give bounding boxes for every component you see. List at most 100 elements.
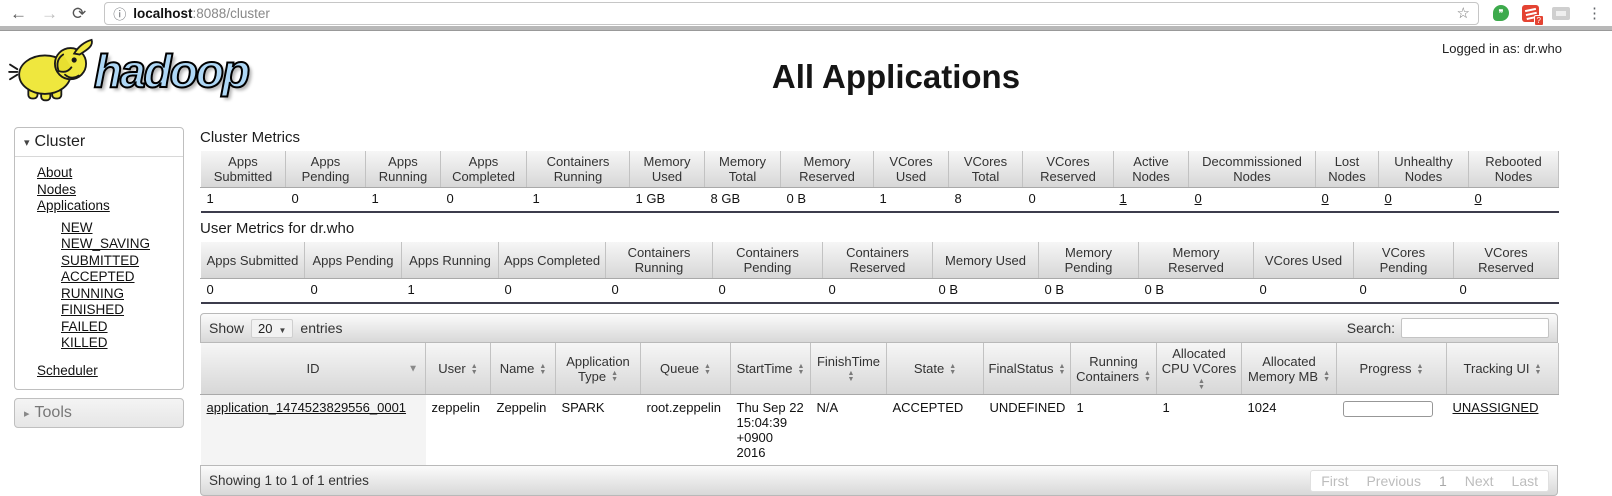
sidebar-item-scheduler[interactable]: Scheduler xyxy=(37,362,98,378)
pagination-previous[interactable]: Previous xyxy=(1366,472,1421,489)
decommissioned-nodes-link[interactable]: 0 xyxy=(1194,191,1202,206)
active-nodes-link[interactable]: 1 xyxy=(1119,191,1127,206)
window-extension-icon[interactable] xyxy=(1552,6,1570,20)
user-cell: zeppelin xyxy=(425,394,491,465)
col-apps-pending: Apps Pending xyxy=(285,151,366,188)
sidebar-item-failed[interactable]: FAILED xyxy=(61,318,108,334)
sort-icon: ▲▼ xyxy=(470,362,478,376)
col-user-vcores-used: VCores Used xyxy=(1253,242,1354,279)
sidebar-item-killed[interactable]: KILLED xyxy=(61,335,108,350)
show-label: Show xyxy=(209,320,245,336)
lost-nodes-link[interactable]: 0 xyxy=(1321,191,1329,206)
application-id-link[interactable]: application_1474523829556_0001 xyxy=(206,400,407,415)
sidebar-item-finished[interactable]: FINISHED xyxy=(61,302,125,317)
address-bar[interactable]: ⓘ localhost:8088/cluster ☆ xyxy=(104,1,1479,25)
col-vcores-reserved: VCores Reserved xyxy=(1022,151,1114,188)
sort-icon: ▲▼ xyxy=(949,362,957,376)
col-lost-nodes: Lost Nodes xyxy=(1315,151,1379,188)
refresh-icon[interactable]: ⟳ xyxy=(72,3,87,23)
col-tracking-ui[interactable]: Tracking UI▲▼ xyxy=(1446,343,1559,395)
page-size-select[interactable]: 20▼ xyxy=(251,318,294,338)
page-info-icon[interactable]: ⓘ xyxy=(113,6,127,22)
search-input[interactable] xyxy=(1401,318,1549,338)
unhealthy-nodes-link[interactable]: 0 xyxy=(1384,191,1392,206)
vcores-total-value: 8 xyxy=(948,187,1023,213)
col-unhealthy-nodes: Unhealthy Nodes xyxy=(1378,151,1469,188)
application-states-list: NEW NEW_SAVING SUBMITTED ACCEPTED RUNNIN… xyxy=(37,215,179,357)
sidebar-section-tools[interactable]: ▸Tools xyxy=(14,398,184,428)
sort-icon: ▲▼ xyxy=(1323,370,1330,384)
sort-icon: ▲▼ xyxy=(1416,362,1424,376)
cluster-metrics-table: Apps Submitted Apps Pending Apps Running… xyxy=(200,151,1559,213)
pagination-first[interactable]: First xyxy=(1321,472,1349,489)
sidebar-item-applications[interactable]: Applications xyxy=(37,198,110,213)
col-allocated-memory-mb[interactable]: Allocated Memory MB▲▼ xyxy=(1241,343,1337,395)
sidebar-item-running[interactable]: RUNNING xyxy=(61,285,124,301)
col-apps-running: Apps Running xyxy=(365,151,441,188)
rebooted-nodes-link[interactable]: 0 xyxy=(1474,191,1482,206)
user-containers-running-value: 0 xyxy=(605,278,713,304)
sidebar-item-submitted[interactable]: SUBMITTED xyxy=(61,252,140,268)
col-finishtime[interactable]: FinishTime▲▼ xyxy=(810,343,887,395)
pagination-next[interactable]: Next xyxy=(1464,472,1494,489)
apps-pending-value: 0 xyxy=(285,187,366,213)
sort-icon: ▲▼ xyxy=(1198,377,1205,391)
apps-completed-value: 0 xyxy=(440,187,527,213)
col-starttime[interactable]: StartTime▲▼ xyxy=(730,343,811,395)
col-state[interactable]: State▲▼ xyxy=(886,343,984,395)
user-memory-pending-value: 0 B xyxy=(1038,278,1139,304)
col-name[interactable]: Name▲▼ xyxy=(490,343,556,395)
user-metrics-row: 0 0 1 0 0 0 0 0 B 0 B 0 B 0 0 0 xyxy=(200,278,1559,304)
vcores-reserved-value: 0 xyxy=(1022,187,1114,213)
sort-icon: ▲▼ xyxy=(797,362,805,376)
col-user-containers-running: Containers Running xyxy=(605,242,713,279)
back-icon[interactable]: ← xyxy=(10,3,27,23)
user-memory-reserved-value: 0 B xyxy=(1138,278,1254,304)
col-user-vcores-pending: VCores Pending xyxy=(1353,242,1454,279)
col-id[interactable]: ID▼ xyxy=(200,343,426,395)
col-user-containers-pending: Containers Pending xyxy=(712,242,823,279)
url-path: :8088/cluster xyxy=(192,5,270,21)
sidebar-item-new-saving[interactable]: NEW_SAVING xyxy=(61,236,151,251)
col-application-type[interactable]: Application Type▲▼ xyxy=(555,343,641,395)
col-vcores-total: VCores Total xyxy=(948,151,1023,188)
col-finalstatus[interactable]: FinalStatus▲▼ xyxy=(983,343,1071,395)
browser-toolbar: ← → ⟳ ⓘ localhost:8088/cluster ☆ ❞ ? ⋮ xyxy=(0,0,1612,30)
user-apps-submitted-value: 0 xyxy=(200,278,305,304)
col-progress[interactable]: Progress▲▼ xyxy=(1336,343,1447,395)
pagination-last[interactable]: Last xyxy=(1511,472,1538,489)
todo-extension-icon[interactable]: ? xyxy=(1522,4,1544,26)
pagination-page-1[interactable]: 1 xyxy=(1438,472,1447,489)
sidebar-section-cluster[interactable]: ▾Cluster xyxy=(15,128,183,157)
col-user[interactable]: User▲▼ xyxy=(425,343,491,395)
sidebar-item-new[interactable]: NEW xyxy=(61,219,93,235)
apps-running-value: 1 xyxy=(365,187,441,213)
col-containers-running: Containers Running xyxy=(526,151,630,188)
col-user-containers-reserved: Containers Reserved xyxy=(822,242,933,279)
sort-desc-icon: ▼ xyxy=(408,363,418,374)
sort-icon: ▲▼ xyxy=(1058,362,1066,376)
col-apps-submitted: Apps Submitted xyxy=(200,151,286,188)
col-running-containers[interactable]: Running Containers▲▼ xyxy=(1070,343,1157,395)
sidebar-item-about[interactable]: About xyxy=(37,165,73,180)
forward-icon[interactable]: → xyxy=(41,3,58,23)
green-pin-extension-icon[interactable]: ❞ xyxy=(1493,5,1509,21)
sidebar-item-nodes[interactable]: Nodes xyxy=(37,181,77,197)
col-queue[interactable]: Queue▲▼ xyxy=(640,343,731,395)
bookmark-star-icon[interactable]: ☆ xyxy=(1456,5,1470,22)
col-memory-total: Memory Total xyxy=(704,151,781,188)
browser-menu-icon[interactable]: ⋮ xyxy=(1587,5,1602,22)
finishtime-cell: N/A xyxy=(810,394,887,465)
table-row: application_1474523829556_0001 zeppelin … xyxy=(200,394,1559,465)
search-label: Search: xyxy=(1346,320,1395,336)
col-apps-completed: Apps Completed xyxy=(440,151,527,188)
col-allocated-cpu-vcores[interactable]: Allocated CPU VCores▲▼ xyxy=(1156,343,1242,395)
tracking-ui-link[interactable]: UNASSIGNED xyxy=(1452,400,1539,415)
showing-entries-text: Showing 1 to 1 of 1 entries xyxy=(209,473,369,488)
col-active-nodes: Active Nodes xyxy=(1113,151,1189,188)
col-user-memory-used: Memory Used xyxy=(932,242,1039,279)
col-memory-reserved: Memory Reserved xyxy=(780,151,874,188)
sidebar-item-accepted[interactable]: ACCEPTED xyxy=(61,269,135,284)
sort-icon: ▲▼ xyxy=(611,370,619,384)
sort-icon: ▲▼ xyxy=(539,362,547,376)
